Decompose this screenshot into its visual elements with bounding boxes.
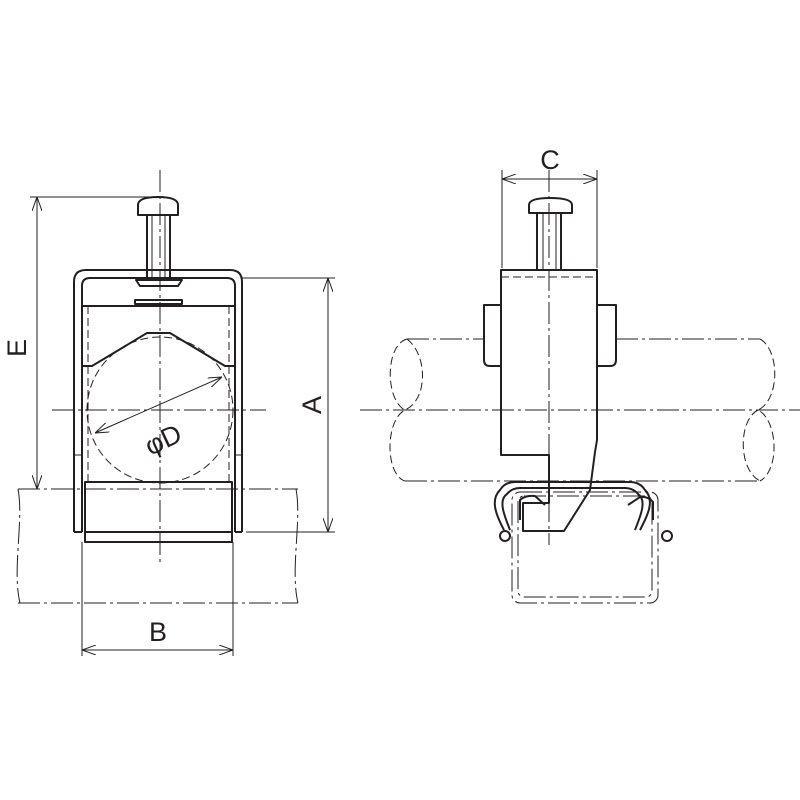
clip-hooks <box>519 494 654 520</box>
dimension-c: C <box>501 145 598 268</box>
channel-phantom-inner <box>517 495 653 598</box>
side-screw <box>528 197 573 270</box>
dimension-label-b: B <box>149 617 167 647</box>
dimension-label-diameter: φD <box>140 418 186 461</box>
dimension-e: E <box>2 196 158 489</box>
rail-phantom <box>16 488 299 604</box>
screw <box>134 196 183 305</box>
front-view: E A B φD <box>2 170 335 656</box>
side-tab-left <box>483 304 501 367</box>
side-view: C <box>360 145 800 604</box>
channel-phantom <box>511 491 659 604</box>
dimension-label-e: E <box>2 339 32 357</box>
dimension-label-c: C <box>540 145 560 175</box>
dimension-diameter: φD <box>95 377 222 461</box>
clip-bead-right <box>661 530 673 542</box>
dimension-b: B <box>81 542 234 656</box>
side-body <box>500 269 598 532</box>
clip-bead-left <box>499 530 511 542</box>
dimension-a: A <box>242 277 335 533</box>
base-block <box>84 481 233 543</box>
bracket <box>73 269 243 533</box>
dimension-label-a: A <box>297 396 327 414</box>
side-tab-right <box>597 304 617 367</box>
